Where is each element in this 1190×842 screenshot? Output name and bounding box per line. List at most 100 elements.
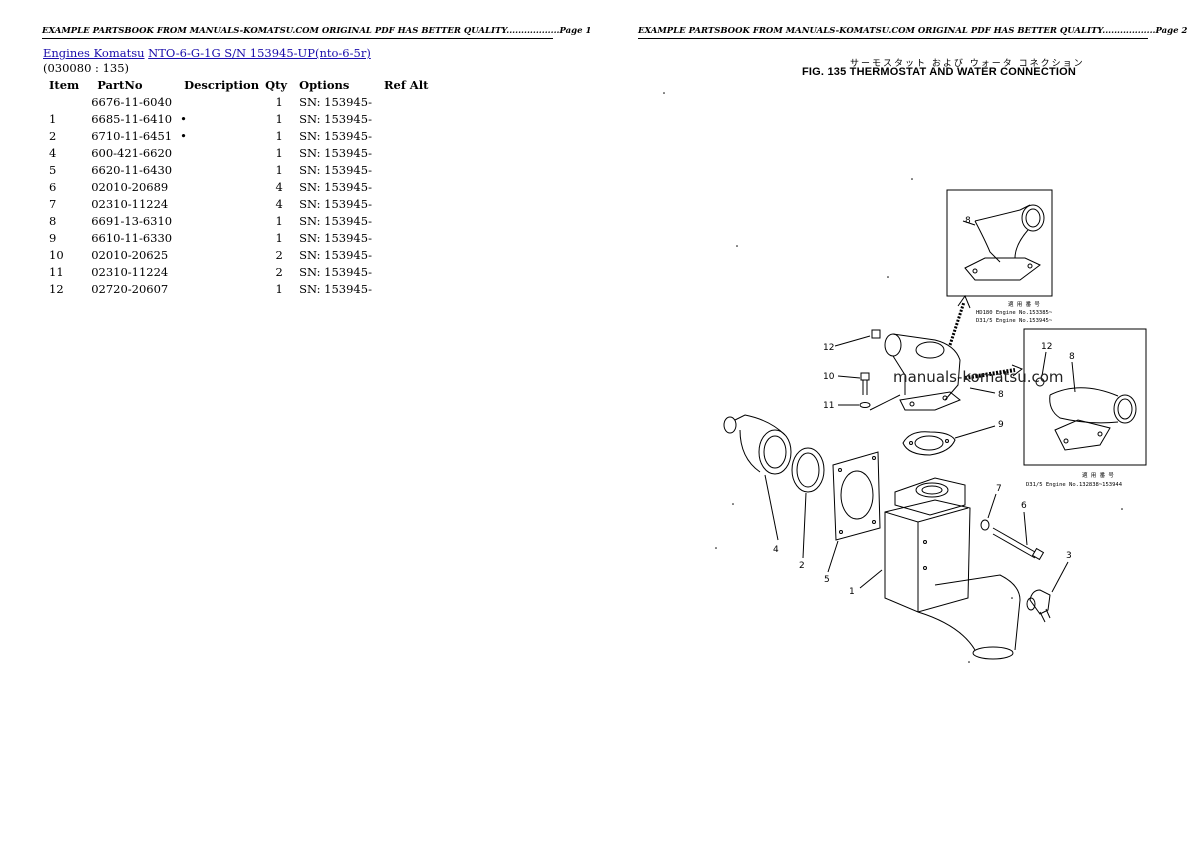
part-4-thermostat xyxy=(723,414,792,541)
cell-partno: 600-421-6620 xyxy=(91,145,173,160)
cell-description xyxy=(178,280,265,297)
water-connection-part xyxy=(884,333,961,411)
cell-partno: 02010-20689 xyxy=(91,179,169,194)
cell-partno: 6620-11-6430 xyxy=(91,162,173,177)
cell-item: 7 xyxy=(49,196,57,211)
cell-ref-alt xyxy=(378,229,434,246)
cell-description xyxy=(178,263,265,280)
cell-ref-alt xyxy=(378,178,434,195)
cell-partno: 6685-11-6410 xyxy=(91,111,173,126)
cell-options: SN: 153945- xyxy=(299,179,372,194)
cell-item: 10 xyxy=(49,247,64,262)
cell-item: 2 xyxy=(49,128,57,143)
inset-top-pipe-end xyxy=(1021,204,1045,232)
cell-description xyxy=(178,93,265,110)
callout-4: 4 xyxy=(773,545,779,555)
cell-qty: 1 xyxy=(275,162,283,177)
cell-item: 4 xyxy=(49,145,57,160)
cell-item: 6 xyxy=(49,179,57,194)
cell-ref-alt xyxy=(378,110,434,127)
col-header-qty: Qty xyxy=(265,77,288,92)
cell-description: • xyxy=(180,111,187,126)
callout-5: 5 xyxy=(824,575,830,585)
cell-qty: 1 xyxy=(275,281,283,296)
page-header-right: EXAMPLE PARTSBOOK FROM MANUALS-KOMATSU.C… xyxy=(638,26,1187,39)
cell-partno: 02310-11224 xyxy=(91,264,169,279)
col-header-refalt: Ref Alt xyxy=(383,77,429,92)
cell-partno: 6710-11-6451 xyxy=(91,128,173,143)
callout-1: 1 xyxy=(849,587,855,597)
cell-partno: 02310-11224 xyxy=(91,196,169,211)
cell-qty: 1 xyxy=(275,94,283,109)
cell-qty: 1 xyxy=(275,230,283,245)
part-2-seal xyxy=(791,447,825,559)
part-1-housing xyxy=(859,477,1021,660)
inset-top-callout: 8 xyxy=(965,216,971,226)
figure-title: FIG. 135 THERMOSTAT AND WATER CONNECTION xyxy=(802,66,1077,78)
cell-ref-alt xyxy=(378,246,434,263)
cell-item: 9 xyxy=(49,230,57,245)
col-header-description: Description xyxy=(184,77,260,92)
cell-options: SN: 153945- xyxy=(299,145,372,160)
inset-top-caption-1: HD180 Engine No.153385~ xyxy=(976,310,1053,316)
cell-description xyxy=(178,144,265,161)
part-11-washer xyxy=(838,402,871,408)
cell-description xyxy=(178,246,265,263)
callout-3: 3 xyxy=(1066,551,1072,561)
cell-qty: 1 xyxy=(275,111,283,126)
inset-right-frame xyxy=(1023,328,1147,466)
cell-qty: 4 xyxy=(275,179,283,194)
table-row: 6 02010-20689 4 SN: 153945- xyxy=(43,178,434,195)
reference-arrow-right xyxy=(964,364,1023,380)
inset-right: 12 8 適 用 番 号 D31/5 Engine No.132838~1539… xyxy=(1023,328,1147,488)
cell-partno: 6676-11-6040 xyxy=(91,94,173,109)
cell-description xyxy=(178,195,265,212)
inset-right-pipe-end xyxy=(1113,394,1137,424)
cell-partno: 6610-11-6330 xyxy=(91,230,173,245)
col-header-options: Options xyxy=(299,77,350,92)
thermostat-diagram: 8 適 用 番 号 HD180 Engine No.153385~ D31/5 … xyxy=(663,92,1147,663)
cell-options: SN: 153945- xyxy=(299,94,372,109)
table-row: 6676-11-6040 1 SN: 153945- xyxy=(43,93,434,110)
cell-ref-alt xyxy=(378,195,434,212)
callout-11: 11 xyxy=(823,401,834,411)
cell-item: 1 xyxy=(49,111,57,126)
cell-description xyxy=(178,178,265,195)
inset-top: 8 適 用 番 号 HD180 Engine No.153385~ D31/5 … xyxy=(946,189,1053,324)
part-3-elbow xyxy=(1026,561,1069,623)
cell-item xyxy=(43,93,85,110)
cell-partno: 02010-20625 xyxy=(91,247,169,262)
table-row: 1 6685-11-6410 • 1 SN: 153945- xyxy=(43,110,434,127)
inset-top-flange xyxy=(964,257,1041,281)
cell-description xyxy=(178,229,265,246)
part-7-washer xyxy=(980,493,997,531)
cell-description: • xyxy=(180,128,187,143)
reference-arrow-up xyxy=(948,294,971,346)
cell-options: SN: 153945- xyxy=(299,213,372,228)
callout-12: 12 xyxy=(823,343,834,353)
scan-specks xyxy=(663,92,1123,663)
callout-8: 8 xyxy=(998,390,1004,400)
breadcrumb-link-engines[interactable]: Engines Komatsu xyxy=(43,46,145,60)
cell-options: SN: 153945- xyxy=(299,247,372,262)
cell-partno: 02720-20607 xyxy=(91,281,169,296)
cell-ref-alt xyxy=(378,127,434,144)
inset-right-caption-1: D31/5 Engine No.132838~153944 xyxy=(1026,482,1123,488)
part-9-gasket xyxy=(902,425,996,456)
section-code: (030080 : 135) xyxy=(43,61,130,75)
breadcrumb-link-model[interactable]: NTO-6-G-1G S/N 153945-UP(nto-6-5r) xyxy=(148,46,371,60)
callout-9: 9 xyxy=(998,420,1004,430)
cell-options: SN: 153945- xyxy=(299,111,372,126)
callout-7: 7 xyxy=(996,484,1002,494)
cell-ref-alt xyxy=(378,280,434,297)
cell-ref-alt xyxy=(378,144,434,161)
col-header-partno: PartNo xyxy=(97,77,143,92)
